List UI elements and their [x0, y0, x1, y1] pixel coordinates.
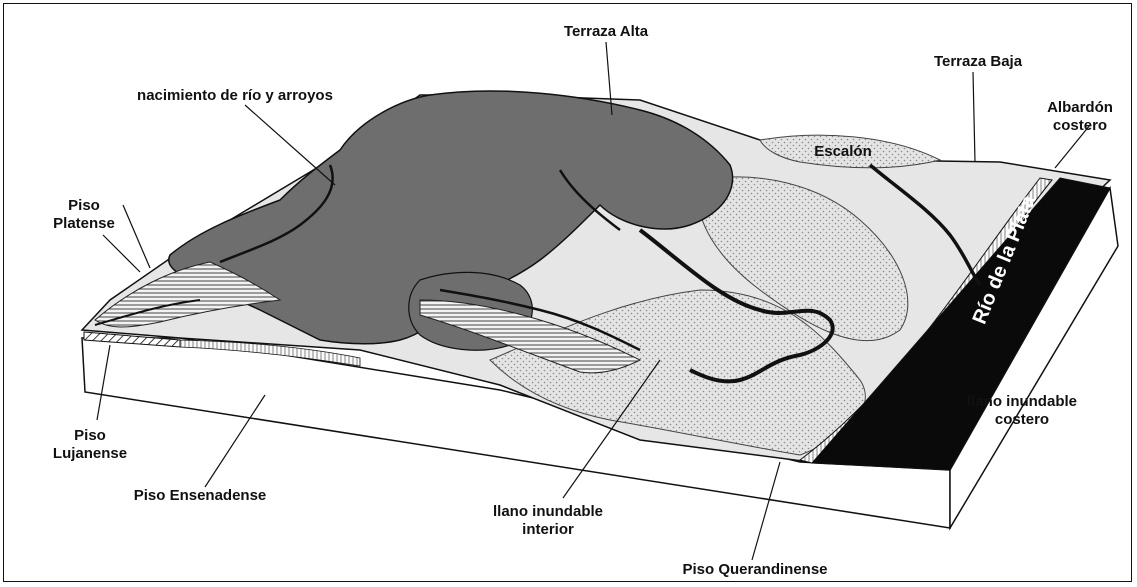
label-llano-costero: llano inundable [967, 393, 1077, 410]
label-terraza-baja: Terraza Baja [934, 53, 1023, 70]
label-piso-lujanense: Piso [74, 427, 106, 444]
label-piso-platense: Piso [68, 197, 100, 214]
label-nacimiento: nacimiento de río y arroyos [137, 87, 333, 104]
label-escalon: Escalón [814, 143, 872, 160]
label-albardon-costero: costero [1053, 117, 1107, 134]
label-piso-ensenadense: Piso Ensenadense [134, 487, 267, 504]
label-llano-interior-2: interior [522, 521, 574, 538]
label-platense: Platense [53, 215, 115, 232]
label-llano-interior: llano inundable [493, 503, 603, 520]
label-albardon: Albardón [1047, 99, 1113, 116]
label-lujanense: Lujanense [53, 445, 127, 462]
label-terraza-alta: Terraza Alta [564, 23, 649, 40]
label-piso-querandinense: Piso Querandinense [682, 561, 827, 578]
label-llano-costero-2: costero [995, 411, 1049, 428]
